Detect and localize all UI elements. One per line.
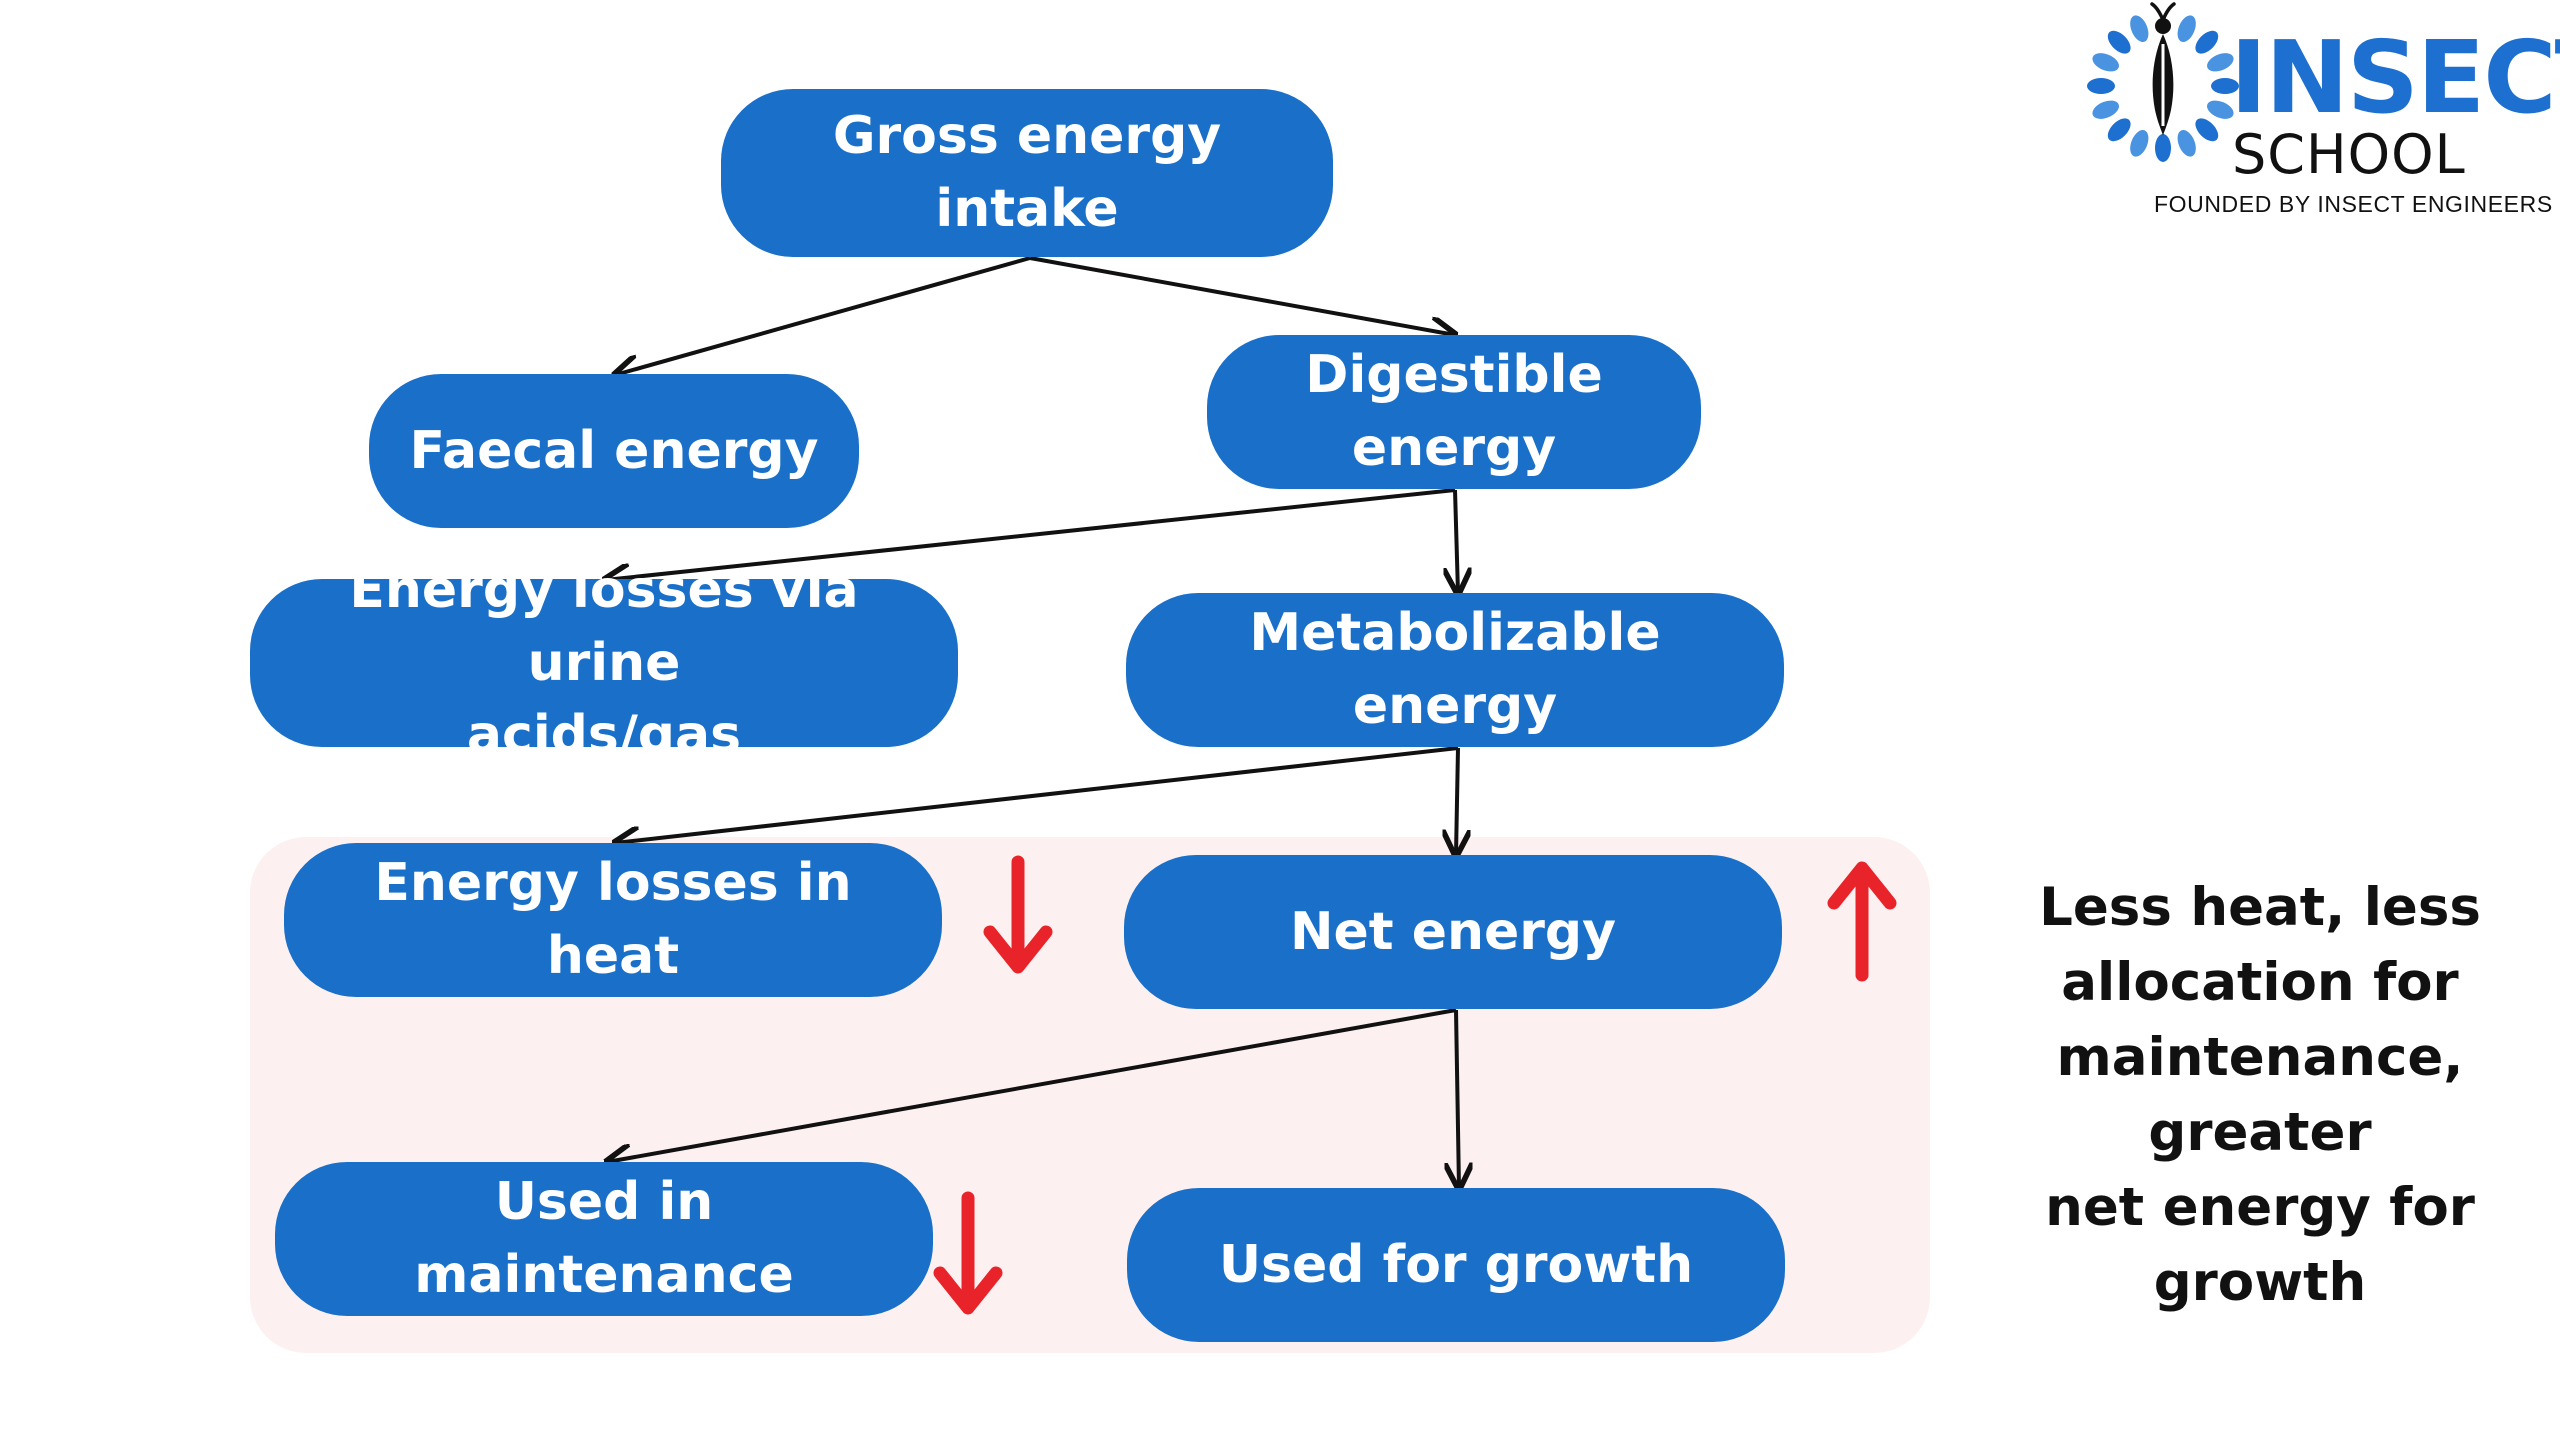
node-gross-energy-intake: Gross energy intake <box>721 89 1333 257</box>
node-metabolizable-energy: Metabolizable energy <box>1126 593 1784 747</box>
logo-petal <box>2107 118 2131 142</box>
node-energy-losses-heat: Energy losses in heat <box>284 843 942 997</box>
logo-petal <box>2195 30 2219 54</box>
node-digestible-energy: Digestible energy <box>1207 335 1701 489</box>
logo-petal <box>2092 53 2119 72</box>
node-net-energy: Net energy <box>1124 855 1782 1009</box>
logo-petal <box>2092 100 2119 119</box>
connector-digestible-to-urine <box>605 488 1456 580</box>
logo-petal <box>2155 134 2171 162</box>
insect-school-logo-icon <box>2087 2 2239 162</box>
node-used-for-growth: Used for growth <box>1127 1188 1785 1342</box>
logo-petal <box>2177 130 2196 157</box>
connector-net-to-maintenance <box>607 1008 1457 1162</box>
node-used-in-maintenance: Used in maintenance <box>275 1162 933 1316</box>
logo-wordmark: INSECT <box>2230 19 2560 136</box>
logo-petal <box>2207 53 2234 72</box>
logo-petal <box>2195 118 2219 142</box>
logo-subtitle: SCHOOL <box>2232 123 2466 186</box>
logo-petal <box>2177 15 2196 42</box>
logo-petal <box>2130 130 2149 157</box>
connector-net-to-growth <box>1456 1009 1459 1188</box>
connector-gross-to-faecal <box>615 256 1031 375</box>
logo-petal <box>2087 78 2115 94</box>
logo-petal <box>2211 78 2239 94</box>
down-arrow-icon <box>933 1191 1003 1315</box>
node-faecal-energy: Faecal energy <box>369 374 859 528</box>
insect-body-icon <box>2150 2 2176 136</box>
logo-petal <box>2207 100 2234 119</box>
connector-gross-to-digestible <box>1029 256 1455 335</box>
connector-metabolizable-to-heat <box>615 746 1459 843</box>
connector-digestible-to-metabolizable <box>1455 489 1458 593</box>
logo-petal <box>2107 30 2131 54</box>
connector-metabolizable-to-net <box>1456 747 1458 855</box>
down-arrow-icon <box>983 855 1053 974</box>
up-arrow-icon <box>1827 861 1897 982</box>
logo-tagline: FOUNDED BY INSECT ENGINEERS <box>2154 191 2553 217</box>
side-note: Less heat, less allocation for maintenan… <box>2039 877 2481 1313</box>
logo-petal <box>2130 15 2149 42</box>
node-energy-losses-urine-gas: Energy losses via urine acids/gas <box>250 560 958 765</box>
